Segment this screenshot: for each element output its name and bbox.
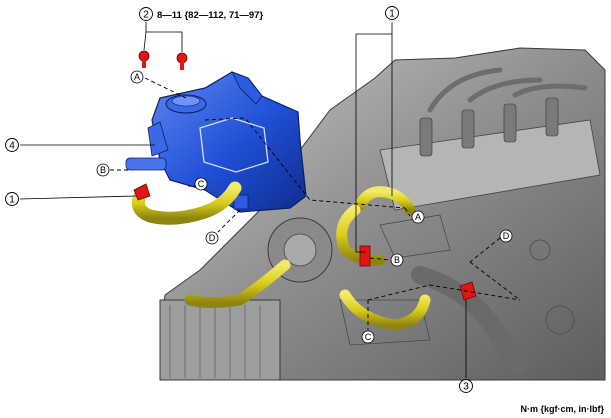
marker-a-reservoir: A <box>130 70 144 84</box>
hose-lower-center <box>339 289 431 331</box>
intake-pipes <box>427 67 588 113</box>
hose-clamp-reservoir <box>133 183 151 201</box>
callout-part-1-top: 1 <box>385 6 399 20</box>
hose-clamp-lower <box>459 281 477 301</box>
marker-b-reservoir: B <box>96 163 110 177</box>
bolt-right <box>176 52 188 70</box>
correspondence-lines <box>110 77 521 330</box>
marker-b-engine: B <box>390 253 404 267</box>
marker-d-engine: D <box>499 229 513 243</box>
marker-c-reservoir-label: C <box>198 179 205 189</box>
coolant-reservoir <box>125 71 307 213</box>
marker-d-engine-label: D <box>503 231 510 241</box>
callout-part-1-top-label: 1 <box>389 9 395 20</box>
reservoir-mount-tab <box>233 194 249 210</box>
marker-c-engine-label: C <box>365 332 372 342</box>
callout-part-1-left: 1 <box>5 192 19 206</box>
callout-part-2: 2 <box>139 7 153 21</box>
engine-block <box>159 47 606 381</box>
callout-part-3: 3 <box>459 379 473 393</box>
injector-row <box>419 97 559 157</box>
hose-upper-engine <box>354 186 416 216</box>
callout-part-4-label: 4 <box>9 141 15 152</box>
hose-lower-left <box>184 259 291 308</box>
units-note: N·m {kgf·cm, in·lbf} <box>520 404 604 414</box>
marker-d-reservoir: D <box>205 231 219 245</box>
marker-a-engine-label: A <box>415 212 421 222</box>
callout-part-3-label: 3 <box>463 382 469 393</box>
hose-clamp-engine <box>359 245 371 267</box>
marker-a-reservoir-label: A <box>134 72 140 82</box>
fasteners <box>133 50 477 301</box>
engine-assembly <box>159 47 606 381</box>
marker-b-engine-label: B <box>394 255 400 265</box>
leader-lines <box>19 22 467 378</box>
marker-d-reservoir-label: D <box>209 233 216 243</box>
callout-part-1-left-label: 1 <box>9 195 15 206</box>
torque-spec-text: 8—11 {82—112, 71—97} <box>157 10 263 21</box>
bolt-left <box>138 50 150 68</box>
marker-c-reservoir: C <box>194 177 208 191</box>
reservoir-bracket <box>231 71 263 105</box>
reservoir-side-pipe <box>125 157 167 171</box>
marker-b-reservoir-label: B <box>100 165 106 175</box>
reservoir-outlet-hose <box>131 181 242 225</box>
radiator <box>159 299 281 381</box>
lower-hose <box>411 266 529 374</box>
marker-a-engine: A <box>411 210 425 224</box>
marker-c-engine: C <box>361 330 375 344</box>
callout-part-2-label: 2 <box>143 10 149 21</box>
callout-part-4: 4 <box>5 138 19 152</box>
